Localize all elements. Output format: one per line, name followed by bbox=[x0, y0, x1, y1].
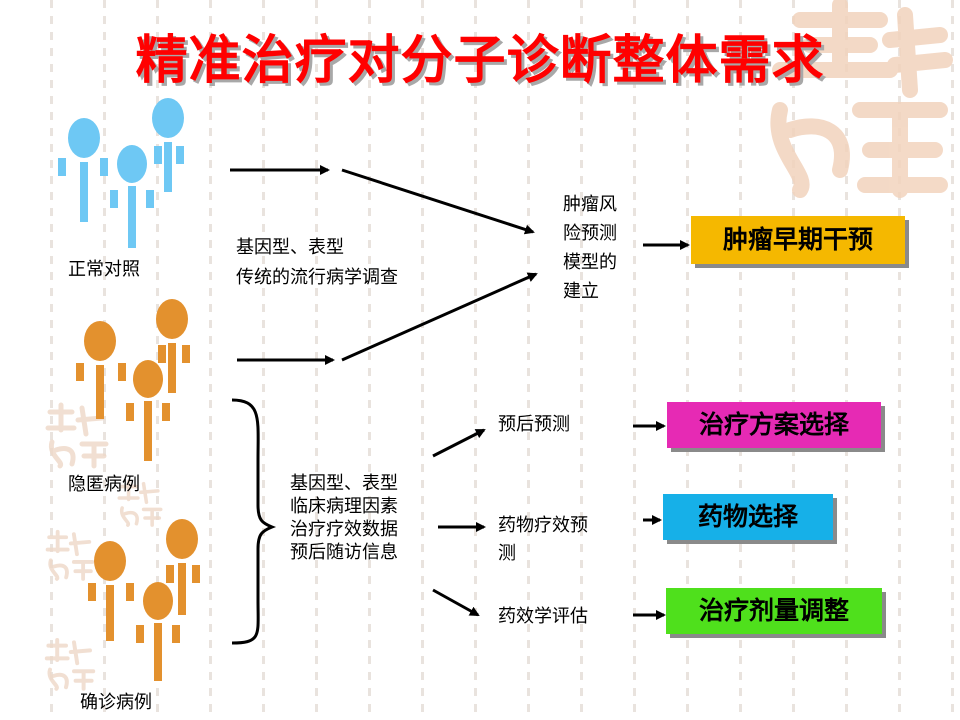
risk-model-label: 肿瘤风 险预测 模型的 建立 bbox=[563, 190, 617, 306]
outcome-drug-selection: 药物选择 bbox=[663, 494, 833, 540]
arrow-to-pharmacodynamics bbox=[432, 588, 480, 617]
lower-info-line: 临床病理因素 bbox=[290, 496, 398, 517]
lower-info-line: 预后随访信息 bbox=[290, 542, 398, 563]
risk-model-line: 建立 bbox=[563, 281, 599, 302]
risk-model-line: 模型的 bbox=[563, 252, 617, 273]
drug-efficacy-line: 测 bbox=[498, 543, 516, 564]
outcome-treatment-plan: 治疗方案选择 bbox=[667, 402, 881, 448]
lower-info-line: 治疗疗效数据 bbox=[290, 519, 398, 540]
pharmacodynamics-label: 药效学评估 bbox=[498, 606, 588, 627]
prognosis-prediction-label: 预后预测 bbox=[498, 414, 570, 435]
lower-info-line: 基因型、表型 bbox=[290, 473, 398, 494]
arrow-to-risk-model-lower bbox=[341, 272, 538, 362]
seal-watermark-large bbox=[770, 0, 953, 198]
drug-efficacy-prediction-label: 药物疗效预 测 bbox=[498, 512, 588, 568]
group-label-confirmed: 确诊病例 bbox=[80, 692, 152, 713]
group-label-normal: 正常对照 bbox=[68, 259, 140, 280]
latent-case-people-icon bbox=[76, 299, 190, 461]
outcome-early-intervention: 肿瘤早期干预 bbox=[691, 216, 905, 264]
seal-watermark-small bbox=[45, 529, 95, 581]
arrow-to-risk-model-upper bbox=[341, 168, 535, 235]
seal-watermark-small bbox=[117, 479, 163, 527]
confirmed-case-people-icon bbox=[88, 519, 200, 681]
normal-control-people-icon bbox=[58, 98, 184, 248]
brace bbox=[231, 398, 277, 645]
lower-info: 基因型、表型 临床病理因素 治疗疗效数据 预后随访信息 bbox=[290, 472, 398, 564]
arrow-to-prognosis bbox=[432, 428, 486, 458]
outcome-dose-adjustment: 治疗剂量调整 bbox=[666, 588, 882, 634]
upper-info-line2: 传统的流行病学调查 bbox=[236, 267, 398, 288]
seal-watermark-small bbox=[44, 638, 96, 691]
drug-efficacy-line: 药物疗效预 bbox=[498, 515, 588, 536]
risk-model-line: 险预测 bbox=[563, 223, 617, 244]
page-title: 精准治疗对分子诊断整体需求 bbox=[135, 30, 825, 91]
group-label-latent: 隐匿病例 bbox=[68, 474, 140, 495]
risk-model-line: 肿瘤风 bbox=[563, 194, 617, 215]
upper-info-line1: 基因型、表型 bbox=[236, 237, 344, 258]
